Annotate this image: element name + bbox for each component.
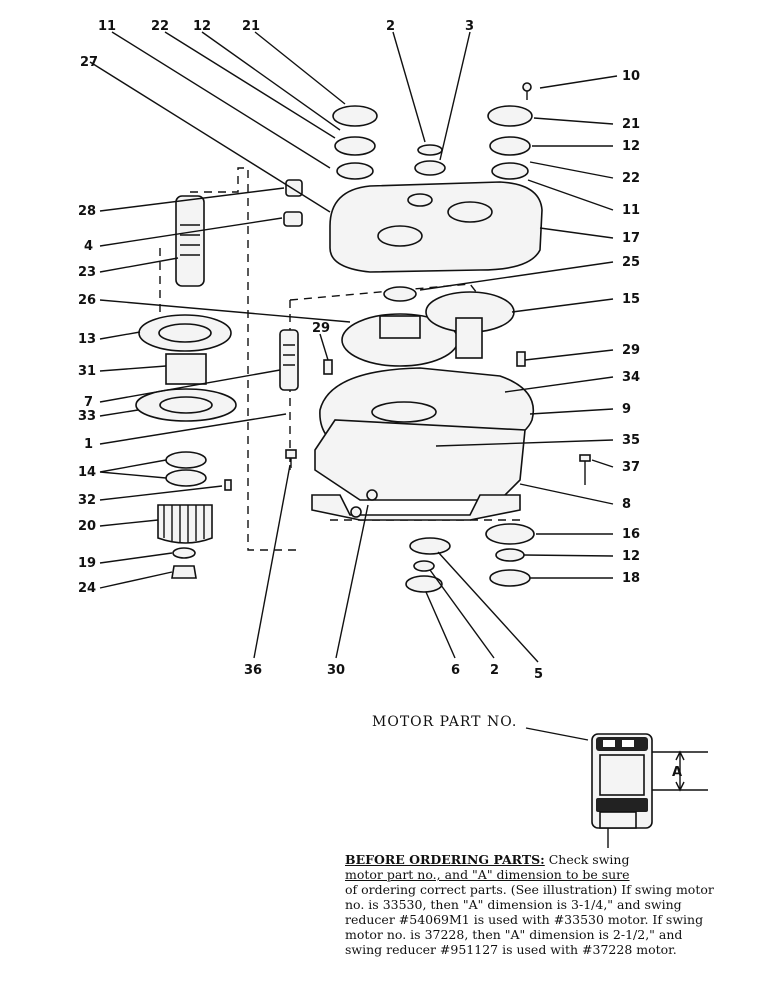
- swing-motor-illustration: A: [525, 727, 708, 848]
- note-body: of ordering correct parts. (See illustra…: [345, 882, 714, 957]
- shaft-part-7: [279, 329, 299, 391]
- callout-1: 1: [84, 437, 93, 452]
- callout-10: 10: [622, 69, 640, 84]
- motor-part-no-label: MOTOR PART NO.: [372, 714, 518, 730]
- callout-2: 2: [490, 663, 499, 678]
- callout-21: 21: [242, 19, 260, 34]
- callout-2: 2: [386, 19, 395, 34]
- dimension-a-label: A: [672, 765, 682, 780]
- callout-24: 24: [78, 581, 96, 596]
- callout-11: 11: [622, 203, 640, 218]
- housing-gasket-part-9-34: [311, 367, 534, 521]
- callout-5: 5: [534, 667, 543, 682]
- bottom-bearings-left: [405, 537, 451, 593]
- note-heading: BEFORE ORDERING PARTS:: [345, 852, 545, 867]
- leader-lines: [89, 31, 618, 663]
- callout-12: 12: [622, 139, 640, 154]
- callout-14: 14: [78, 465, 96, 480]
- callout-9: 9: [622, 402, 631, 417]
- note-line1: Check swing: [544, 852, 630, 867]
- gears-part-15-25: [341, 286, 515, 367]
- caps-left-stack: [332, 105, 378, 180]
- pinion-gear-part-20: [157, 504, 213, 579]
- callout-6: 6: [451, 663, 460, 678]
- callout-13: 13: [78, 332, 96, 347]
- pinion-shaft-part-23: [175, 195, 205, 287]
- callout-8: 8: [622, 497, 631, 512]
- callout-20: 20: [78, 519, 96, 534]
- callout-11: 11: [98, 19, 116, 34]
- callout-27: 27: [80, 55, 98, 70]
- callout-36: 36: [244, 663, 262, 678]
- top-cover-part-17: [329, 181, 543, 273]
- callout-21: 21: [622, 117, 640, 132]
- callout-23: 23: [78, 265, 96, 280]
- callout-3: 3: [465, 19, 474, 34]
- callout-29: 29: [312, 321, 330, 336]
- callout-33: 33: [78, 409, 96, 424]
- callout-30: 30: [327, 663, 345, 678]
- screw-part-10: [522, 82, 532, 100]
- callout-4: 4: [84, 239, 93, 254]
- callout-12: 12: [622, 549, 640, 564]
- callout-7: 7: [84, 395, 93, 410]
- callout-32: 32: [78, 493, 96, 508]
- callout-15: 15: [622, 292, 640, 307]
- callout-18: 18: [622, 571, 640, 586]
- callout-35: 35: [622, 433, 640, 448]
- callout-22: 22: [622, 171, 640, 186]
- callout-37: 37: [622, 460, 640, 475]
- fittings-28-4: [283, 179, 303, 227]
- callout-19: 19: [78, 556, 96, 571]
- gasket-bearing-stack-left: [135, 314, 237, 487]
- callout-16: 16: [622, 527, 640, 542]
- caps-right-stack: [487, 105, 533, 180]
- callout-29: 29: [622, 343, 640, 358]
- callout-28: 28: [78, 204, 96, 219]
- bottom-bearings-right: [485, 523, 535, 587]
- ordering-note: BEFORE ORDERING PARTS: Check swing motor…: [345, 852, 715, 957]
- callout-22: 22: [151, 19, 169, 34]
- callout-26: 26: [78, 293, 96, 308]
- callout-34: 34: [622, 370, 640, 385]
- callout-17: 17: [622, 231, 640, 246]
- note-line2: motor part no., and "A" dimension to be …: [345, 867, 630, 882]
- callout-numbers: 11 22 12 21 2 3 27 10 21 12 22 11 28 4 1…: [78, 19, 640, 682]
- callout-25: 25: [622, 255, 640, 270]
- callout-31: 31: [78, 364, 96, 379]
- callout-12: 12: [193, 19, 211, 34]
